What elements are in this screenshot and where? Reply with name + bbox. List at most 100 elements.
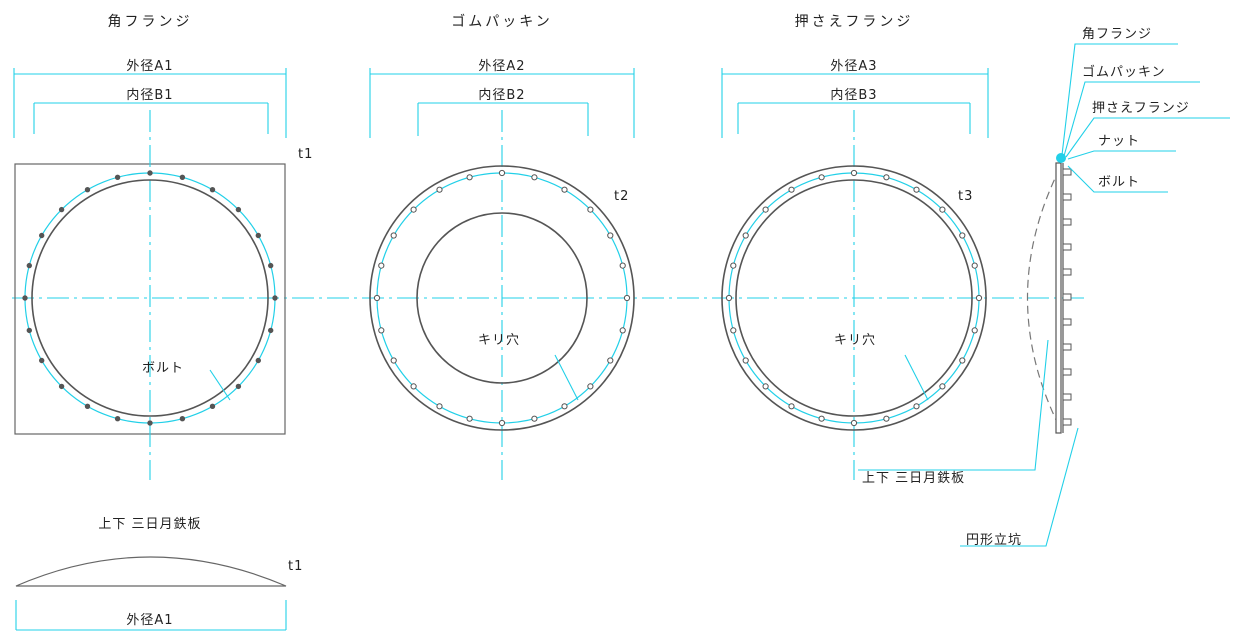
callout-bolt (1067, 165, 1168, 193)
flange-stack (1055, 162, 1062, 434)
bolt-hole (179, 174, 186, 181)
drill-hole (561, 403, 568, 410)
drill-hole (788, 403, 795, 410)
drill-hole (883, 415, 890, 422)
inner-diameter-b1-label: 内径B1 (126, 87, 173, 103)
drill-hole (390, 357, 397, 364)
side-section-view: 角フランジ ゴムパッキン 押さえフランジ ナット ボルト 上下 三日月鉄板 円形… (858, 27, 1230, 548)
side-bolt (1062, 418, 1072, 426)
outer-diameter-a1-label: 外径A1 (126, 59, 173, 74)
drill-hole (850, 169, 858, 177)
drill-hole (587, 206, 594, 213)
callout-rubber-packing (1063, 81, 1200, 157)
side-label-nut: ナット (1098, 134, 1140, 149)
drill-hole (607, 232, 614, 239)
bolt-hole (209, 187, 216, 193)
side-label-square-flange: 角フランジ (1082, 27, 1152, 42)
callout-square-flange (1061, 43, 1178, 156)
side-bolt (1062, 268, 1072, 276)
drill-hole (378, 327, 385, 334)
callout-circular-shaft (960, 427, 1079, 547)
bolt-hole (84, 403, 91, 409)
callout-press-flange (1065, 117, 1230, 158)
drill-hole (971, 327, 978, 334)
side-bolts (1062, 168, 1072, 426)
rubber-packing-title: ゴムパッキン (451, 13, 553, 30)
drill-hole (373, 294, 381, 302)
side-bolt (1062, 368, 1072, 376)
side-bolt (1062, 218, 1072, 226)
inner-bore-circle (31, 179, 269, 417)
drill-hole (939, 383, 946, 390)
side-label-press-flange: 押さえフランジ (1092, 101, 1190, 116)
callout-origin-dot (1056, 153, 1066, 163)
drill-hole (410, 206, 417, 213)
press-drill-holes (725, 169, 983, 427)
crescent-thickness-label: t1 (288, 559, 303, 574)
side-bolt (1062, 393, 1072, 401)
press-inner-circle (735, 179, 973, 417)
bolt-hole (84, 187, 91, 193)
drill-hole (619, 327, 626, 334)
drill-hole (466, 174, 473, 181)
drill-hole (762, 383, 769, 390)
drill-hole (959, 357, 966, 364)
side-bolt (1062, 318, 1072, 326)
press-outer-circle (721, 165, 987, 431)
drill-hole (725, 294, 733, 302)
drill-hole (498, 169, 506, 177)
bolt-hole (209, 403, 216, 409)
bolt-hole (58, 206, 65, 213)
drill-hole (742, 232, 749, 239)
drill-hole (607, 357, 614, 364)
crescent-outer-diameter-label: 外径A1 (126, 613, 173, 628)
drill-hole (410, 383, 417, 390)
rubber-packing-view: ゴムパッキン 外径A2 内径B2 t2 キリ穴 (369, 13, 635, 480)
drill-hole (378, 262, 385, 269)
thickness-t2-label: t2 (614, 189, 629, 204)
side-bolt (1062, 243, 1072, 251)
side-label-crescent-plate: 上下 三日月鉄板 (862, 471, 965, 486)
drill-hole (742, 357, 749, 364)
drill-hole-leader-line (554, 354, 579, 401)
bolt-leader-line (209, 369, 231, 401)
bolt-hole (147, 170, 153, 176)
square-flange-view: 角フランジ 外径A1 内径B1 t1 ボルト (13, 14, 312, 480)
callout-crescent-plate (858, 339, 1049, 471)
drill-hole (436, 403, 443, 410)
drill-hole (913, 403, 920, 410)
drill-hole (883, 174, 890, 181)
inner-diameter-b3-label: 内径B3 (830, 87, 877, 103)
drill-hole (619, 262, 626, 269)
drill-hole (939, 206, 946, 213)
bolt-hole (114, 416, 121, 422)
outer-diameter-a2-label: 外径A2 (478, 59, 525, 74)
side-bolt (1062, 193, 1072, 201)
drill-hole (623, 294, 631, 302)
shaft-arc (1027, 167, 1061, 429)
drill-holes (373, 169, 631, 427)
bolt-hole (255, 232, 261, 239)
bolt-hole (255, 357, 261, 364)
callout-nut (1067, 150, 1176, 160)
bolt-label: ボルト (142, 361, 184, 376)
press-drill-leader-line (904, 354, 929, 401)
bolt-hole (39, 357, 45, 364)
drill-hole (959, 232, 966, 239)
drill-hole (975, 294, 983, 302)
crescent-plate-shape (15, 556, 287, 587)
drill-hole (788, 186, 795, 193)
drill-hole (587, 383, 594, 390)
bolt-hole (147, 420, 153, 426)
drill-hole (818, 174, 825, 181)
press-drill-hole-label: キリ穴 (834, 333, 876, 348)
bolt-hole (26, 327, 32, 334)
drill-hole (498, 419, 506, 427)
packing-outer-circle (369, 165, 635, 431)
packing-inner-circle (416, 212, 588, 384)
crescent-plate-view: 上下 三日月鉄板 t1 外径A1 (15, 517, 303, 631)
drill-hole (436, 186, 443, 193)
bolt-hole (26, 262, 32, 269)
press-flange-view: 押さえフランジ 外径A3 内径B3 t3 キリ穴 (721, 14, 989, 480)
bolt-hole (235, 383, 242, 390)
